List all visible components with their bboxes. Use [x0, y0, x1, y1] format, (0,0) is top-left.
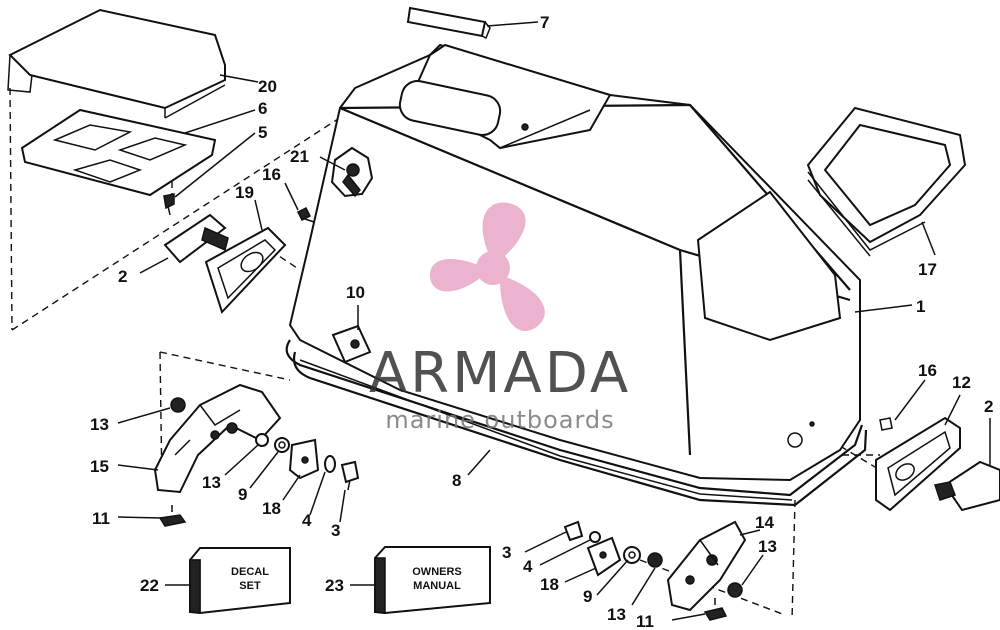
part-2-handle-left	[163, 213, 229, 264]
part-13-nuts	[170, 397, 743, 598]
callout-13d: 13	[758, 537, 777, 556]
propeller-logo-icon	[430, 202, 545, 332]
part-16-plug-right	[879, 417, 893, 431]
manual-label-line2: MANUAL	[413, 580, 461, 592]
part-9-washers	[274, 437, 641, 564]
part-18-clips	[288, 438, 622, 577]
decal-set-box: DECAL SET	[165, 547, 291, 615]
callout-17: 17	[918, 260, 937, 279]
part-10-latch	[331, 324, 372, 364]
callout-9b: 9	[583, 587, 592, 606]
watermark-brand: ARMADA	[369, 341, 631, 406]
part-4-washers	[324, 455, 601, 543]
part-14-bracket	[666, 520, 747, 612]
part-15-bracket	[153, 383, 282, 494]
part-6-gasket	[20, 108, 217, 197]
part-19-grommet	[204, 226, 287, 314]
leader-lines	[117, 21, 991, 621]
watermark-tagline: marine outboards	[385, 406, 614, 434]
callout-10: 10	[346, 283, 365, 302]
callout-2b: 2	[984, 397, 993, 416]
owners-manual-box: OWNERS MANUAL	[350, 546, 491, 615]
callout-20: 20	[258, 77, 277, 96]
callout-12: 12	[952, 373, 971, 392]
armada-watermark: ARMADA marine outboards	[369, 202, 631, 434]
part-2-handle-right	[934, 460, 1000, 512]
callout-6: 6	[258, 99, 267, 118]
callout-16b: 16	[918, 361, 937, 380]
callout-23: 23	[325, 576, 344, 595]
decal-label-line1: DECAL	[231, 566, 269, 578]
callout-1: 1	[916, 297, 925, 316]
callout-11b: 11	[636, 612, 654, 630]
lower-seal	[285, 339, 868, 507]
callout-labels: 7 20 6 5 21 16 19 2 17 1 10 16 12 2 13 1…	[90, 13, 993, 630]
callout-21: 21	[290, 147, 309, 166]
callout-8: 8	[452, 471, 461, 490]
callout-14: 14	[755, 513, 774, 532]
callout-19: 19	[235, 183, 254, 202]
callout-22: 22	[140, 576, 159, 595]
callout-16a: 16	[262, 165, 281, 184]
manual-label-line1: OWNERS	[412, 566, 462, 578]
callout-2a: 2	[118, 267, 127, 286]
part-7-handle	[406, 6, 491, 40]
callout-9a: 9	[238, 485, 247, 504]
decal-label-line2: SET	[239, 580, 261, 592]
part-11-feet	[158, 505, 728, 621]
callout-3b: 3	[502, 543, 511, 562]
part-3-bolts	[340, 460, 584, 542]
part-17-window-frame	[806, 106, 967, 257]
callout-13b: 13	[202, 473, 221, 492]
callout-5: 5	[258, 123, 267, 142]
callout-13a: 13	[90, 415, 109, 434]
engine-cowl	[288, 43, 861, 482]
part-16-plug-left	[296, 206, 315, 223]
callout-4b: 4	[523, 557, 533, 576]
callout-13c: 13	[607, 605, 626, 624]
callout-11a: 11	[92, 509, 110, 528]
part-21-fuel-cap	[330, 146, 374, 198]
part-12-grommet	[875, 416, 961, 512]
callout-7: 7	[540, 13, 549, 32]
part-5-screw	[163, 193, 175, 216]
callout-18b: 18	[540, 575, 559, 594]
callout-4a: 4	[302, 511, 312, 530]
callout-15: 15	[90, 457, 109, 476]
part-20-hood	[7, 8, 226, 119]
callout-3a: 3	[331, 521, 340, 540]
callout-18a: 18	[262, 499, 281, 518]
